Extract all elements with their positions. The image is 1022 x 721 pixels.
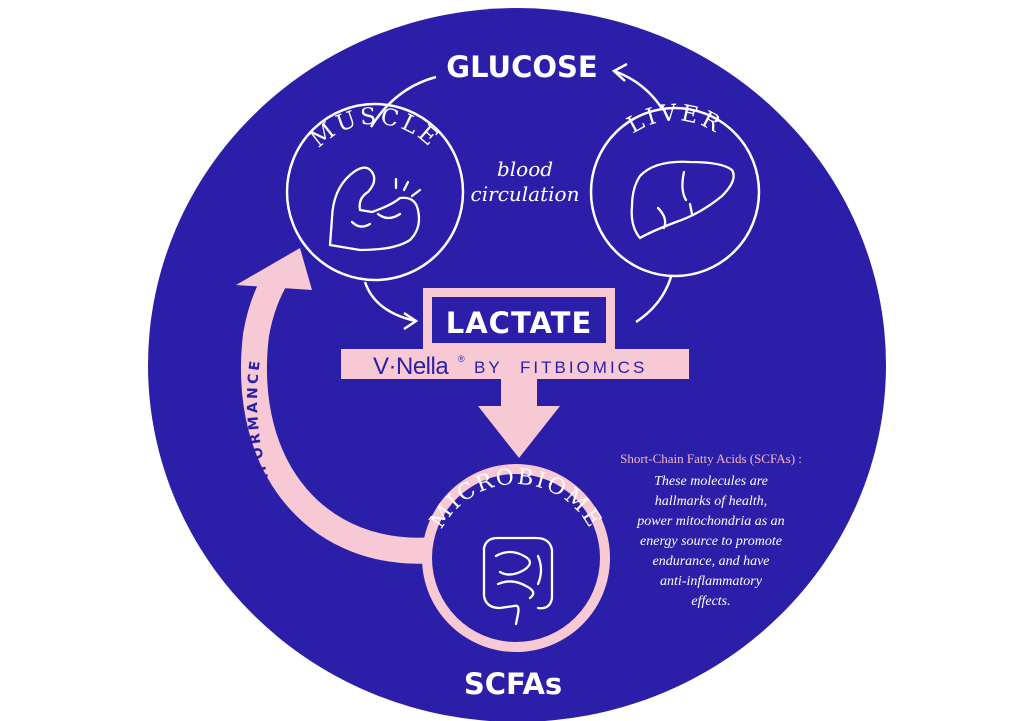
intestines-icon xyxy=(482,536,554,626)
brand-product: V·Nella xyxy=(373,353,449,380)
brand-registered: ® xyxy=(458,354,465,364)
blood-label: blood xyxy=(497,157,553,181)
scfa-note-line: These molecules are xyxy=(654,474,768,489)
scfa-note-line: energy source to promote xyxy=(640,534,782,549)
liver-to-glucose-arrowhead xyxy=(611,62,628,82)
lactate-to-microbiome-arrow xyxy=(478,379,560,458)
muscle-to-lactate-arrow xyxy=(363,281,417,323)
lactate-to-liver-arrow xyxy=(635,276,673,324)
scfa-note-line: effects. xyxy=(691,594,730,609)
microbiome-node: MICROBIOME xyxy=(422,464,610,652)
lactate-label: LACTATE xyxy=(446,306,593,340)
circulation-label: circulation xyxy=(471,182,580,206)
scfa-note-line: anti-inflammatory xyxy=(660,574,763,589)
muscle-to-lactate-arrowhead xyxy=(403,311,419,331)
scfa-note-line: power mitochondria as an xyxy=(636,514,784,529)
scfa-note-title: Short-Chain Fatty Acids (SCFAs) : xyxy=(620,451,802,466)
liver-icon xyxy=(630,160,735,240)
liver-to-glucose-arrow xyxy=(613,69,665,111)
lactate-node: LACTATE xyxy=(423,288,615,352)
scfa-note: Short-Chain Fatty Acids (SCFAs) : These … xyxy=(620,451,802,609)
scfas-label: SCFAs xyxy=(464,667,562,701)
brand-company: FITBIOMICS xyxy=(520,358,647,377)
glucose-label: GLUCOSE xyxy=(446,50,597,84)
brand-banner: V·Nella ® BY FITBIOMICS xyxy=(341,349,689,380)
scfa-note-line: hallmarks of health, xyxy=(655,494,767,509)
scfa-note-line: endurance, and have xyxy=(652,554,769,569)
glucose-to-muscle-arrow xyxy=(369,75,437,128)
flexed-arm-icon xyxy=(328,166,422,252)
brand-by: BY xyxy=(474,358,503,377)
